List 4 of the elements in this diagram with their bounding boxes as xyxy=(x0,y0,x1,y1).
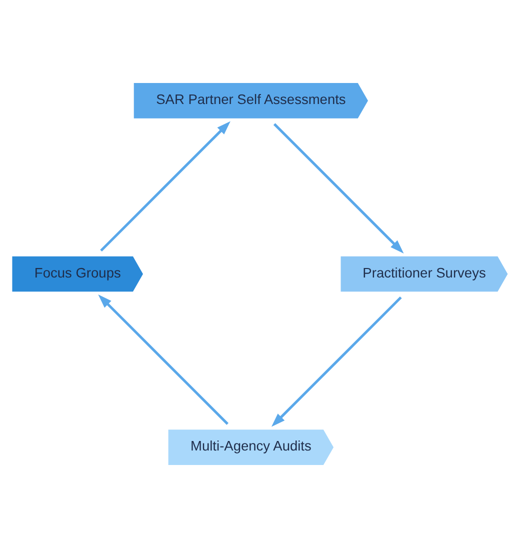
arrow xyxy=(271,296,402,427)
arrow xyxy=(100,121,230,252)
arrow xyxy=(273,123,404,254)
arrow xyxy=(98,294,228,425)
